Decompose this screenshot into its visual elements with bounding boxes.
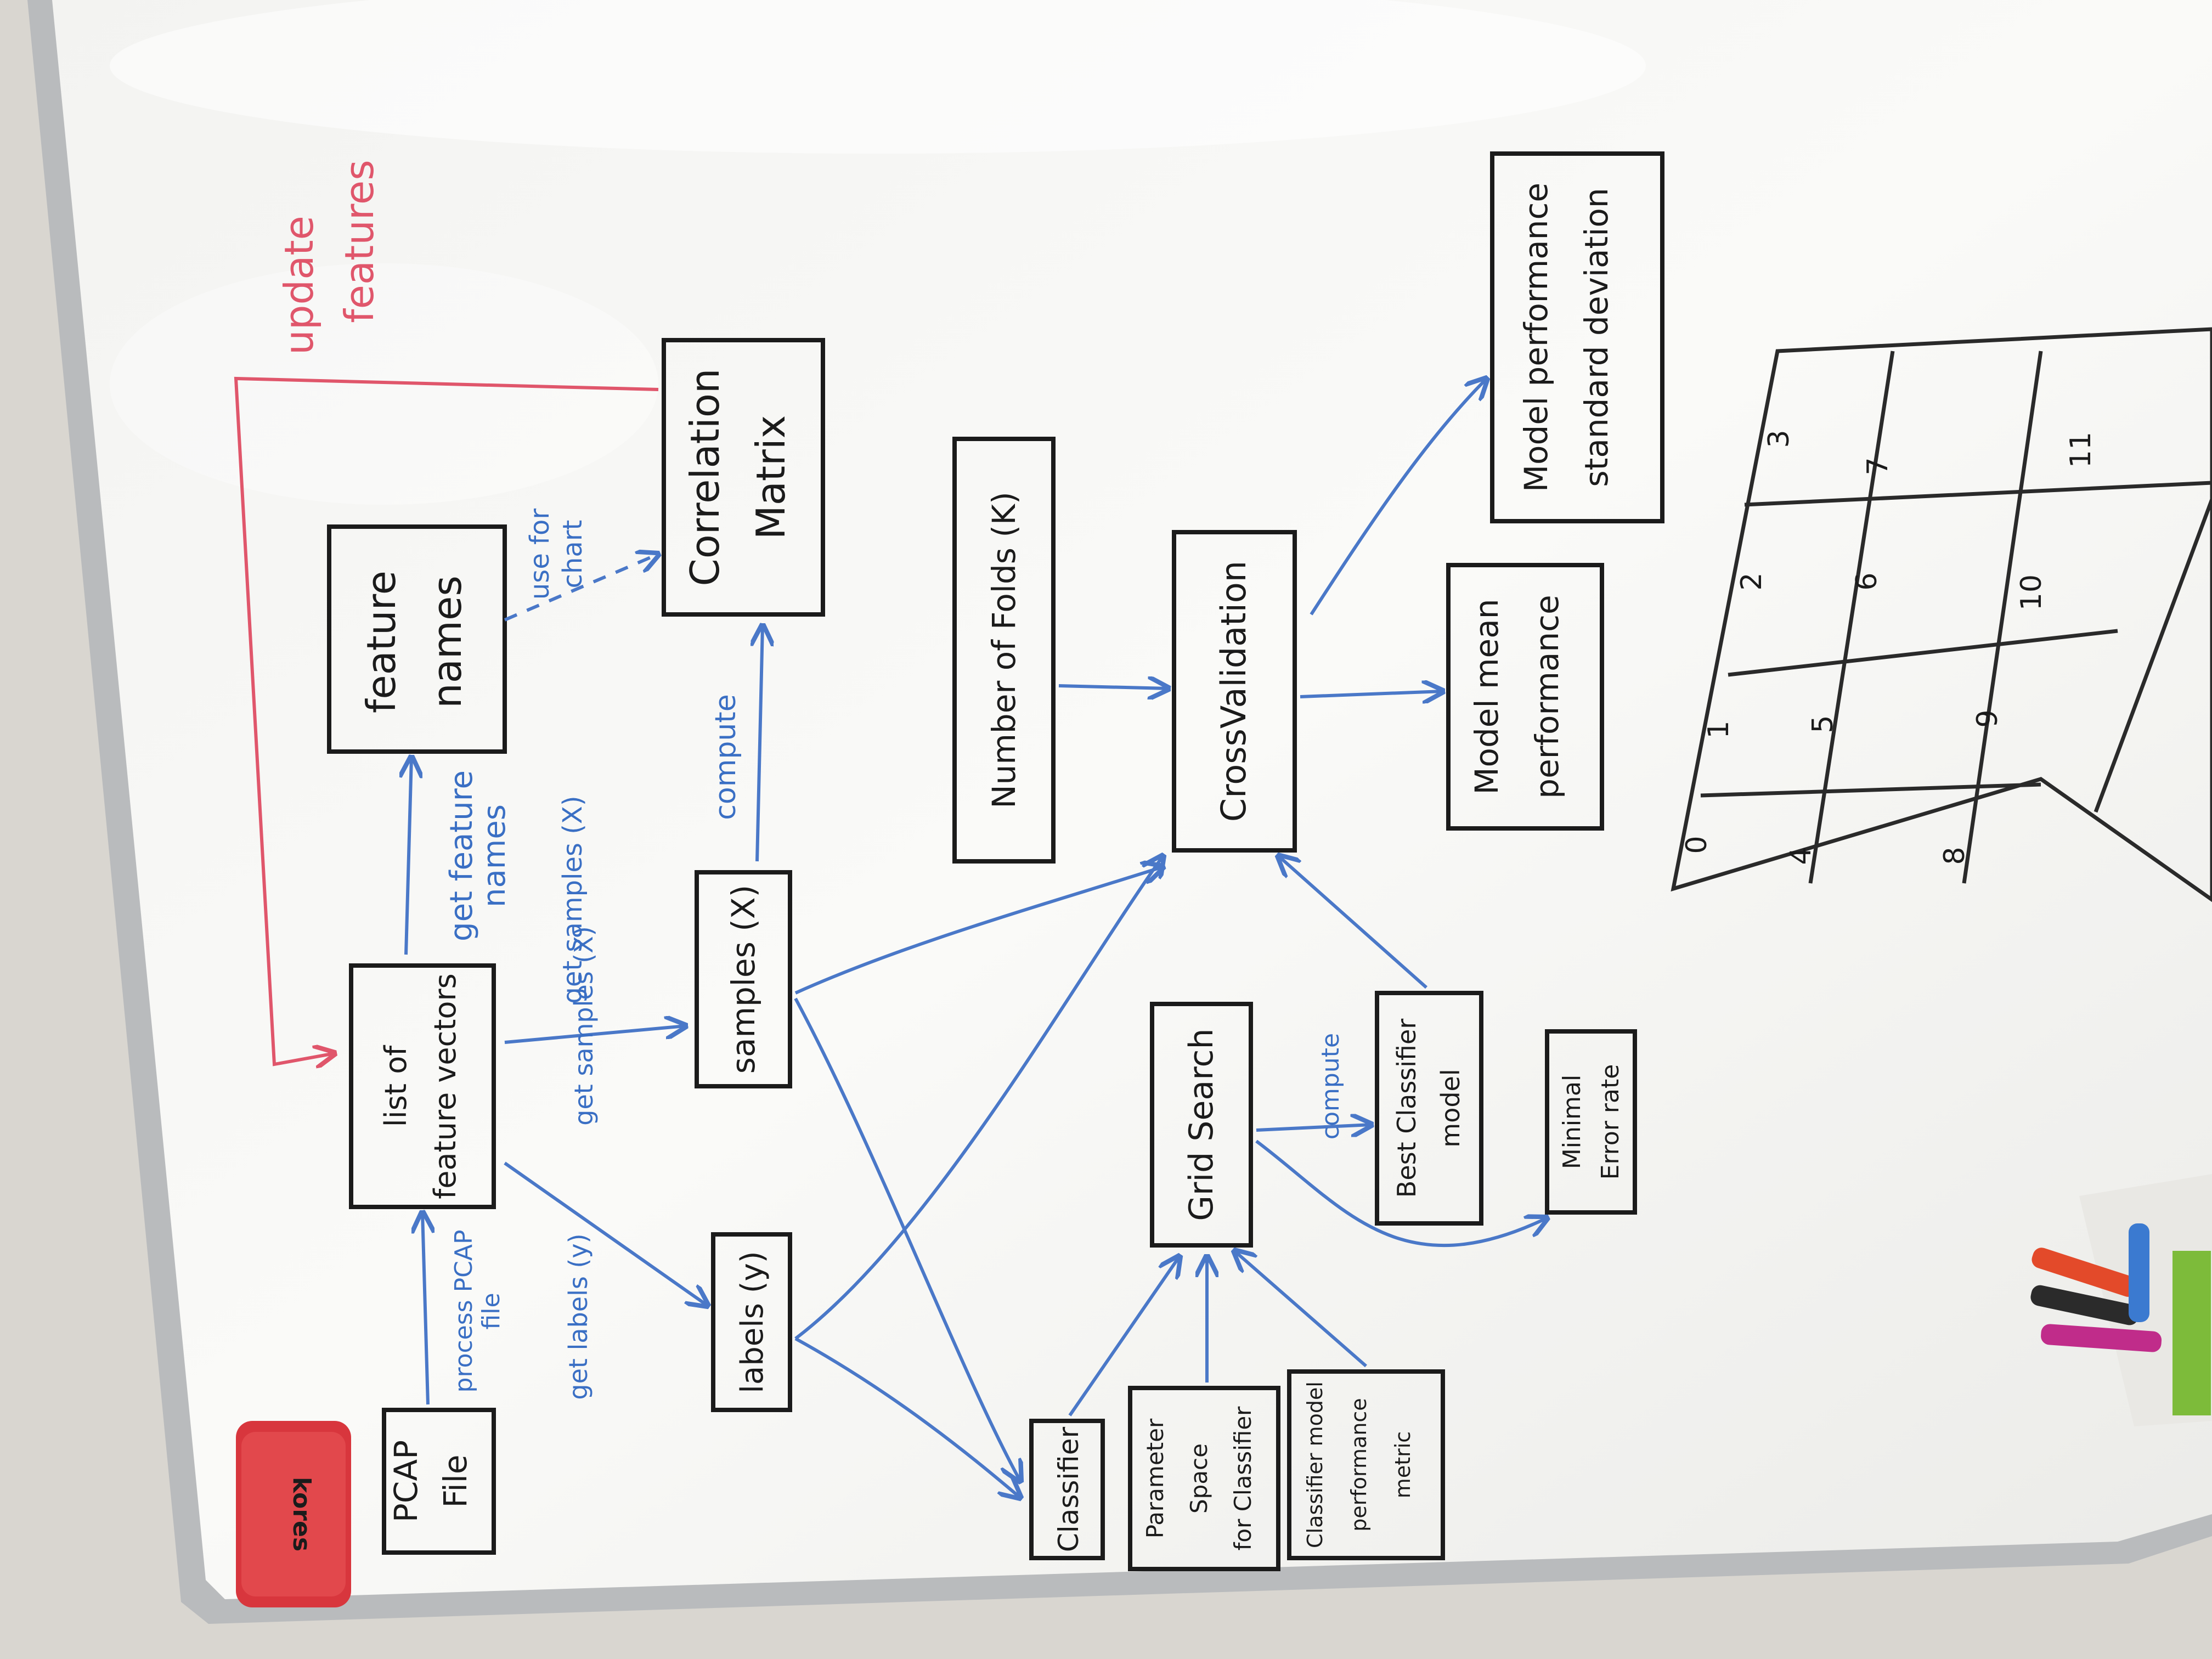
pcap-line2: File (437, 1454, 474, 1508)
arrow-pcap-to-fv (422, 1212, 428, 1405)
grid-cell-5: 5 (1807, 715, 1839, 733)
arrow-best-to-cv (1278, 856, 1427, 989)
corr-line1: Correlation (682, 368, 728, 586)
arrow-fv-to-names (406, 757, 411, 955)
param-line2: Space (1186, 1443, 1212, 1514)
grid-cell-7: 7 (1861, 457, 1894, 475)
box-cross-validation: CrossValidation (1172, 530, 1297, 853)
label-process-line1: process PCAP (450, 1230, 478, 1393)
std-line2: standard deviation (1578, 188, 1615, 487)
feedback-line1: update (276, 216, 322, 355)
arrow-classifier-to-gs (1068, 1256, 1180, 1417)
grid-cell-1: 1 (1702, 720, 1735, 738)
folds-label: Number of Folds (K) (985, 492, 1023, 808)
grid-cell-11: 11 (2064, 432, 2097, 468)
label-get-samples-top: get samples (X) (557, 795, 588, 1003)
best-line1: Best Classifier (1392, 1019, 1421, 1198)
mean-line2: performance (1528, 595, 1566, 798)
metric-line2: performance (1347, 1398, 1371, 1531)
grid-cell-4: 4 (1785, 847, 1818, 865)
box-grid-search: Grid Search (1150, 1002, 1253, 1248)
arrow-fv-to-samples (504, 1026, 686, 1044)
labels-label: labels (y) (735, 1251, 770, 1393)
arrow-labels: process PCAP file get feature names get … (444, 509, 1345, 1400)
box-parameter-space: Parameter Space for Classifier (1128, 1386, 1280, 1571)
box-labels: labels (y) (711, 1232, 792, 1412)
marker-cup (2030, 1174, 2212, 1426)
arrow-gs-to-minerr (1255, 1139, 1547, 1248)
box-feature-names: feature names (327, 524, 507, 754)
classifier-label: Classifier (1053, 1426, 1085, 1552)
cv-label: CrossValidation (1214, 561, 1254, 822)
feedback-arrow (234, 376, 659, 1064)
fv-line2: feature vectors (428, 973, 462, 1199)
whiteboard (27, 0, 2212, 1624)
label-use-for-chart-line2: chart (557, 520, 588, 589)
grid-cell-3: 3 (1763, 430, 1796, 448)
label-get-samples: get samples (X) (569, 926, 599, 1125)
minerr-line2: Error rate (1596, 1064, 1624, 1180)
box-pcap-file: PCAP File (382, 1408, 496, 1555)
minerr-line1: Minimal (1558, 1075, 1586, 1169)
metric-line3: metric (1391, 1431, 1415, 1498)
grid-cell-8: 8 (1938, 847, 1971, 865)
label-compute-best: compute (1317, 1033, 1345, 1139)
label-get-labels: get labels (y) (563, 1233, 593, 1400)
grid-cell-10: 10 (2015, 574, 2048, 611)
label-process-line2: file (477, 1293, 505, 1329)
param-line3: for Classifier (1229, 1406, 1256, 1551)
whiteboard-eraser: kores (236, 1421, 351, 1607)
arrow-labels-to-cv (794, 856, 1163, 1340)
grid-cell-6: 6 (1850, 572, 1883, 590)
box-feature-vectors: list of feature vectors (349, 963, 496, 1209)
label-compute-corr: compute (709, 694, 742, 820)
arrow-samples-to-cv (794, 867, 1163, 995)
fv-line1: list of (379, 1045, 413, 1127)
numbered-grid: 0 1 2 3 4 5 6 7 8 9 10 11 (1671, 327, 2212, 902)
std-line1: Model performance (1517, 183, 1555, 492)
metric-line1: Classifier model (1303, 1381, 1327, 1548)
arrow-cv-to-mean (1300, 691, 1443, 697)
box-minimal-error: Minimal Error rate (1545, 1029, 1637, 1215)
arrow-samples-to-corr (757, 625, 763, 862)
grid-cell-0: 0 (1680, 836, 1713, 854)
arrow-fv-to-labels (504, 1161, 708, 1306)
box-number-of-folds: Number of Folds (K) (952, 437, 1056, 864)
box-mean-performance: Model mean performance (1446, 563, 1604, 831)
fn-line1: feature (358, 571, 404, 713)
arrow-samples-to-classifier (794, 997, 1020, 1481)
flow-arrows (406, 379, 1547, 1498)
arrow-cv-to-std (1310, 379, 1487, 616)
mean-line1: Model mean (1468, 599, 1505, 794)
arrow-gs-to-best (1256, 1125, 1372, 1130)
fn-line2: names (424, 575, 470, 708)
arrow-folds-to-cv (1058, 686, 1169, 689)
arrow-names-to-corr (504, 554, 658, 622)
box-samples: samples (X) (695, 870, 792, 1088)
best-line2: model (1436, 1069, 1465, 1147)
arrow-metric-to-gs (1234, 1251, 1367, 1368)
box-classifier: Classifier (1029, 1419, 1105, 1560)
box-correlation-matrix: Correlation Matrix (662, 338, 825, 617)
box-performance-metric: Classifier model performance metric (1287, 1369, 1445, 1560)
label-get-feature-names-line2: names (477, 804, 512, 907)
grid-cell-2: 2 (1735, 572, 1768, 590)
label-get-feature-names-line1: get feature (444, 770, 479, 941)
grid-search-label: Grid Search (1182, 1028, 1221, 1221)
pcap-line1: PCAP (387, 1440, 425, 1522)
eraser-brand: kores (287, 1477, 315, 1551)
box-best-classifier: Best Classifier model (1375, 991, 1483, 1226)
param-line1: Parameter (1142, 1418, 1169, 1538)
corr-line2: Matrix (748, 415, 794, 540)
samples-label: samples (X) (725, 885, 762, 1074)
label-use-for-chart-line1: use for (524, 509, 555, 600)
update-features-loop: update features (234, 160, 659, 1064)
box-std-performance: Model performance standard deviation (1490, 151, 1664, 523)
grid-cell-9: 9 (1971, 709, 2004, 727)
feedback-line2: features (336, 160, 382, 323)
